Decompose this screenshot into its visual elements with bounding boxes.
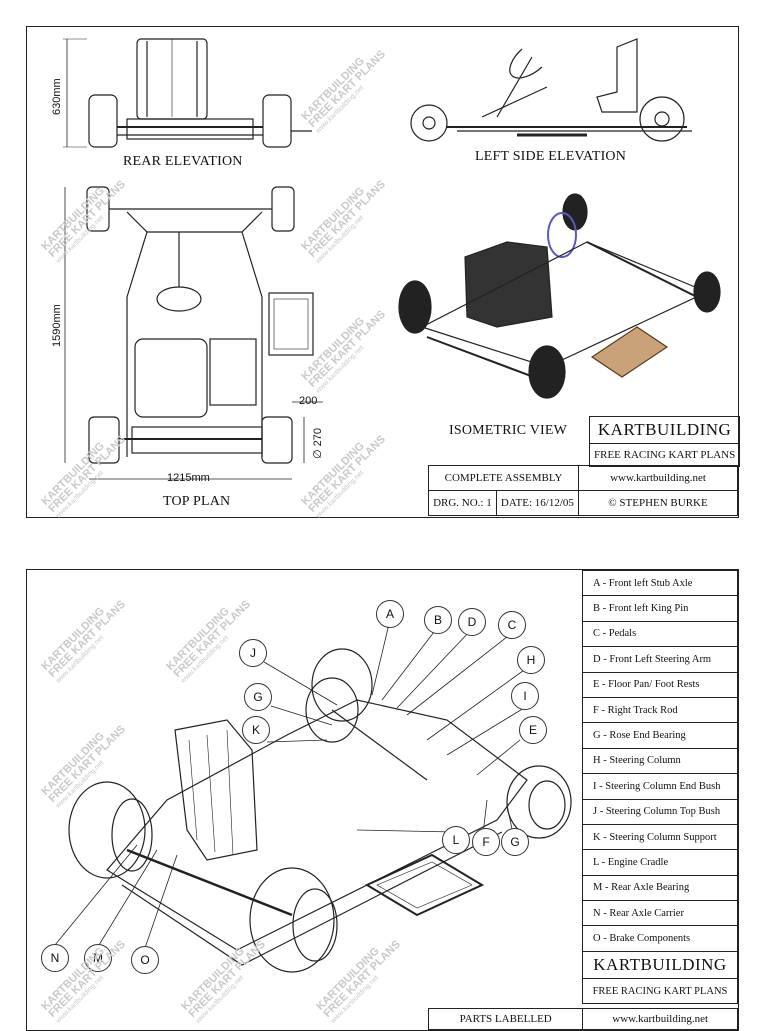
parts-list-item: F - Right Track Rod [582,696,738,724]
isometric-drawing [398,193,721,399]
parts-list-item: L - Engine Cradle [582,849,738,876]
callout-g-upper: G [244,683,272,711]
side-elevation-label: LEFT SIDE ELEVATION [475,149,627,164]
drawing-name: PARTS LABELLED [427,1008,584,1030]
parts-list-item: O - Brake Components [582,925,738,952]
parts-list-item: N - Rear Axle Carrier [582,900,738,927]
side-elevation-drawing [410,38,692,142]
parts-list-item: G - Rose End Bearing [582,722,738,749]
callout-a: A [376,600,404,628]
parts-list-item: K - Steering Column Support [582,823,738,851]
top-plan-drawing [64,186,323,480]
brand-name: KARTBUILDING [582,950,738,979]
assembly-drawing [63,38,721,480]
parts-list-item: I - Steering Column End Bush [582,773,738,800]
top-plan-label: TOP PLAN [163,494,231,509]
callout-i: I [511,682,539,710]
isometric-view-label: ISOMETRIC VIEW [449,423,568,438]
parts-list-item: H - Steering Column [582,747,738,775]
callout-g-lower: G [501,828,529,856]
parts-list-item: M - Rear Axle Bearing [582,874,738,902]
drawing-number: DRG. NO.: 1 [428,490,497,516]
parts-drawing [54,623,572,973]
tyre-diameter-dimension: ∅ 270 [312,428,324,459]
callout-n: N [41,944,69,972]
website-text: www.kartbuilding.net [582,1008,738,1030]
website-text: www.kartbuilding.net [578,465,738,491]
parts-sheet: A B D C H J G I K E L F G N M O A - Fron… [26,569,739,1031]
drawing-date: DATE: 16/12/05 [495,490,580,516]
width-dimension: 1215mm [167,472,210,484]
title-block: COMPLETE ASSEMBLY www.kartbuilding.net D… [428,465,738,516]
callout-l: L [442,826,470,854]
rear-elevation-drawing [63,38,312,148]
callout-k: K [242,716,270,744]
height-dimension: 630mm [51,78,63,115]
parts-list-item: D - Front Left Steering Arm [582,646,738,673]
parts-list-item: J - Steering Column Top Bush [582,798,738,825]
length-dimension: 1590mm [51,304,63,347]
tyre-width-dimension: 200 [299,395,318,407]
brand-subtitle: FREE RACING KART PLANS [588,443,741,467]
rear-elevation-label: REAR ELEVATION [123,154,243,169]
title-block-brand: KARTBUILDING FREE RACING KART PLANS [588,416,741,467]
drawing-name: COMPLETE ASSEMBLY [428,465,579,491]
callout-e: E [519,716,547,744]
title-block: PARTS LABELLED www.kartbuilding.net [427,1008,738,1030]
parts-list-item: B - Front left King Pin [582,595,738,622]
callout-b: B [424,606,452,634]
callout-m: M [84,944,112,972]
callout-j: J [239,639,267,667]
copyright-text: © STEPHEN BURKE [578,490,738,516]
callout-o: O [131,946,159,974]
callout-h: H [517,646,545,674]
parts-list-item: E - Floor Pan/ Foot Rests [582,671,738,698]
brand-subtitle: FREE RACING KART PLANS [582,977,738,1005]
assembly-sheet: REAR ELEVATION LEFT SIDE ELEVATION TOP P… [26,26,741,518]
callout-c: C [498,611,526,639]
callout-d: D [458,608,486,636]
parts-list: A - Front left Stub Axle B - Front left … [582,569,738,1005]
parts-list-item: C - Pedals [582,620,738,648]
callout-f: F [472,828,500,856]
brand-name: KARTBUILDING [588,416,741,444]
parts-list-item: A - Front left Stub Axle [582,569,738,597]
